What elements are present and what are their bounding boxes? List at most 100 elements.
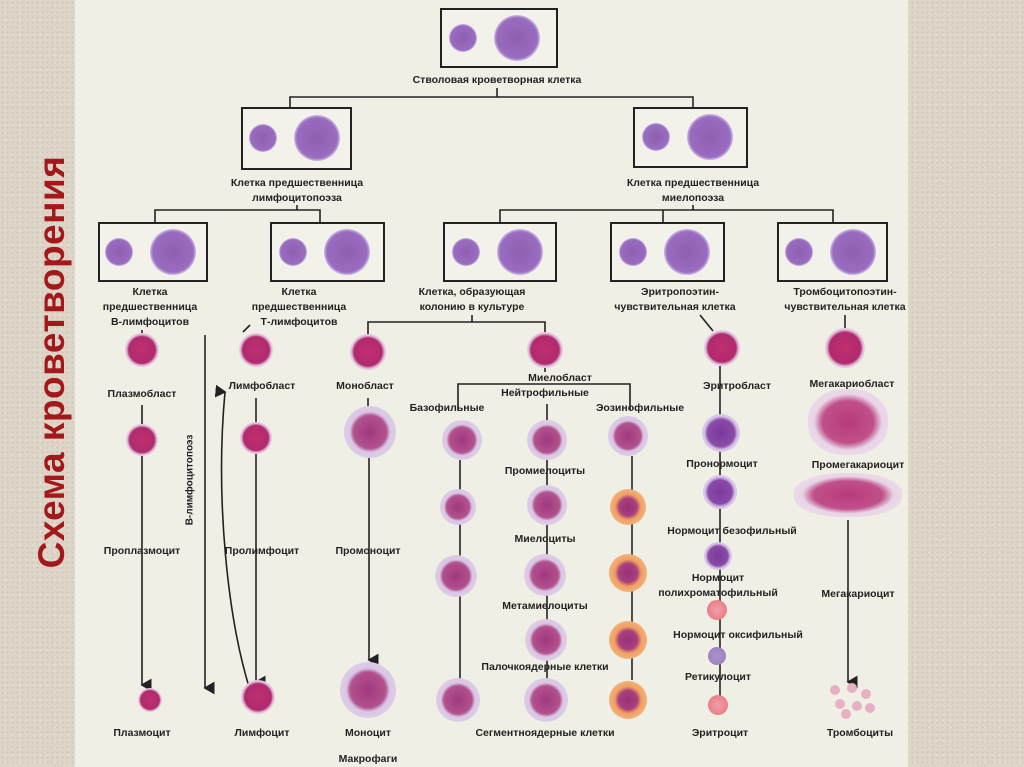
thrombocyte	[865, 703, 875, 713]
blood-cell	[344, 406, 396, 458]
blood-cell	[125, 333, 159, 367]
erythrocyte-label: Эритроцит	[691, 727, 749, 739]
promyelocytes-label: Промиелоциты	[504, 465, 586, 477]
thrombocyte	[861, 689, 871, 699]
blood-cell	[708, 647, 726, 665]
erythroblast-label: Эритробласт	[702, 380, 772, 392]
progenitor-large-cell	[687, 114, 733, 160]
blood-cell	[609, 681, 647, 719]
thrombocyte	[852, 701, 862, 711]
myelocytes-label: Миелоциты	[514, 533, 576, 545]
lymph-precursor-label-2: лимфоцитопоэза	[252, 192, 342, 204]
blood-cell	[707, 600, 727, 620]
promegakaryocyte-cell	[794, 473, 902, 517]
stem-label: Стволовая кроветворная клетка	[412, 74, 582, 86]
eosinophilic-label: Эозинофильные	[595, 402, 685, 414]
lymph-precursor-label-1: Клетка предшественница	[230, 177, 364, 189]
epo-label-1: Эритропоэтин-	[640, 286, 720, 298]
cfu-label-1: Клетка, образующая	[418, 286, 526, 298]
progenitor-small-cell	[249, 124, 277, 152]
b-lymphopoiesis-label: В-лимфоцитопоэз	[184, 434, 196, 526]
cfu-label-2: колонию в культуре	[419, 301, 525, 313]
band-cells-label: Палочкоядерные клетки	[481, 661, 609, 673]
t-precursor-label-1: Клетка	[281, 286, 317, 298]
promonocyte-label: Промоноцит	[335, 545, 401, 557]
megakaryoblast-cell	[808, 389, 888, 455]
monoblast-label: Монобласт	[336, 380, 394, 392]
blood-cell	[126, 424, 158, 456]
blood-cell	[240, 422, 272, 454]
progenitor-large-cell	[294, 115, 340, 161]
blood-cell	[609, 621, 647, 659]
progenitor-small-cell	[642, 123, 670, 151]
blood-cell	[340, 662, 396, 718]
myeloblast-label: Миелобласт	[528, 372, 592, 384]
b-precursor-label-1: Клетка	[132, 286, 168, 298]
reticulocyte-label: Ретикулоцит	[685, 671, 751, 683]
blood-cell	[440, 489, 476, 525]
lymphoblast-label: Лимфобласт	[228, 380, 296, 392]
megakaryocyte-label: Мегакариоцит	[821, 588, 895, 600]
blood-cell	[241, 680, 275, 714]
blood-cell	[527, 485, 567, 525]
blood-cell	[610, 489, 646, 525]
progenitor-small-cell	[452, 238, 480, 266]
blood-cell	[350, 334, 386, 370]
blood-cell	[609, 554, 647, 592]
basophilic-normocyte-label: Нормоцит безофильный	[667, 525, 797, 537]
neutrophilic-label: Нейтрофильные	[501, 387, 589, 399]
prolymphocyte-label: Пролимфоцит	[224, 545, 300, 557]
blood-cell	[524, 678, 568, 722]
thrombocyte	[841, 709, 851, 719]
progenitor-small-cell	[279, 238, 307, 266]
thrombocyte	[835, 699, 845, 709]
progenitor-large-cell	[324, 229, 370, 275]
megakaryoblast-label: Мегакариобласт	[809, 378, 895, 390]
blood-cell	[702, 414, 740, 452]
blood-cell	[825, 328, 865, 368]
proplasmocyte-label: Проплазмоцит	[103, 545, 181, 557]
blood-cell	[527, 332, 563, 368]
plasmocyte-label: Плазмоцит	[113, 727, 171, 739]
lymphocyte-label: Лимфоцит	[234, 727, 290, 739]
myelo-precursor-label-1: Клетка предшественница	[626, 177, 760, 189]
progenitor-large-cell	[497, 229, 543, 275]
thrombocyte	[830, 685, 840, 695]
tpo-label-1: Тромбоцитопоэтин-	[793, 286, 897, 298]
promegakaryocyte-label: Промегакариоцит	[811, 459, 905, 471]
tpo-label-2: чувствительная клетка	[784, 301, 906, 313]
thrombocyte	[847, 683, 857, 693]
blood-cell	[525, 619, 567, 661]
t-precursor-label-2: предшественница	[251, 301, 347, 313]
monocyte-label: Моноцит	[345, 727, 391, 739]
thrombocytes-label: Тромбоциты	[826, 727, 894, 739]
progenitor-small-cell	[785, 238, 813, 266]
blood-cell	[524, 554, 566, 596]
oxyphilic-normocyte-label: Нормоцит оксифильный	[673, 629, 803, 641]
blood-cell	[436, 678, 480, 722]
b-precursor-label-3: В-лимфоцитов	[110, 316, 190, 328]
blood-cell	[527, 420, 567, 460]
blood-cell	[703, 475, 737, 509]
progenitor-large-cell	[830, 229, 876, 275]
progenitor-small-cell	[105, 238, 133, 266]
progenitor-large-cell	[494, 15, 540, 61]
pronormocyte-label: Пронормоцит	[686, 458, 758, 470]
blood-cell	[704, 330, 740, 366]
blood-cell	[708, 695, 728, 715]
epo-label-2: чувствительная клетка	[614, 301, 736, 313]
basophilic-label: Базофильные	[409, 402, 485, 414]
plasmablast-label: Плазмобласт	[107, 388, 177, 400]
progenitor-small-cell	[449, 24, 477, 52]
b-precursor-label-2: предшественница	[102, 301, 198, 313]
blood-cell	[704, 542, 732, 570]
blood-cell	[239, 333, 273, 367]
blood-cell	[442, 420, 482, 460]
blood-cell	[608, 416, 648, 456]
segmented-cells-label: Сегментноядерные клетки	[475, 727, 615, 739]
progenitor-large-cell	[664, 229, 710, 275]
polychromatophilic-normocyte-label-1: Нормоцит	[691, 572, 745, 584]
progenitor-small-cell	[619, 238, 647, 266]
blood-cell	[435, 555, 477, 597]
blood-cell	[138, 688, 162, 712]
